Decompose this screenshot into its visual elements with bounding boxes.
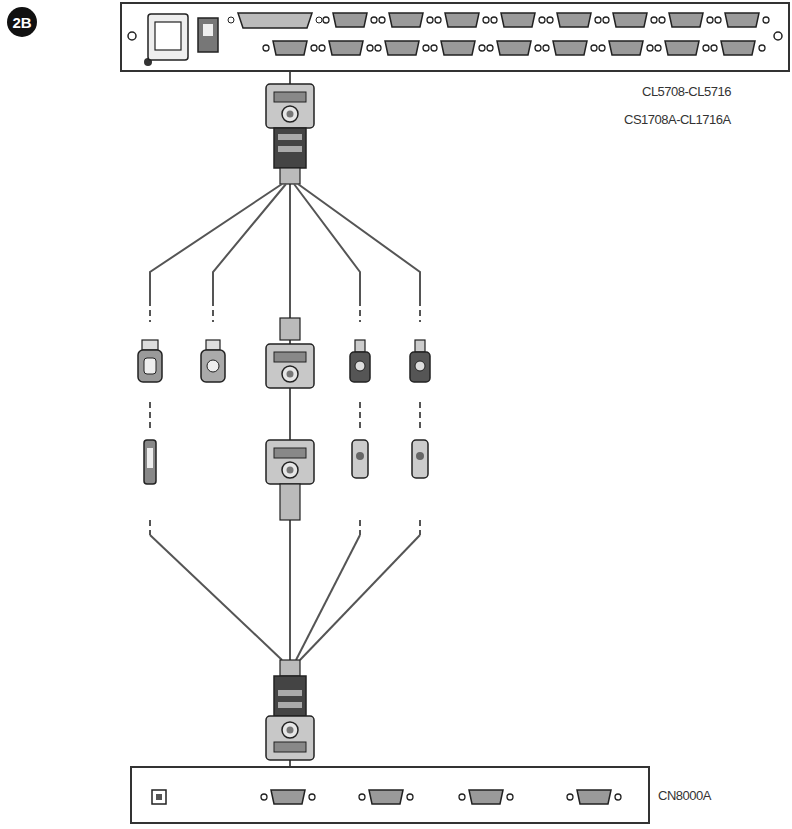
device-panel: CL5708-CL5716CS1708A-CL1716A: [120, 2, 790, 72]
model-label: CN8000A: [658, 788, 711, 803]
model-label: CS1708A-CL1716A: [624, 112, 731, 127]
device-panel: CN8000A: [130, 766, 650, 824]
callout-number: 2B: [7, 7, 37, 37]
model-label: CL5708-CL5716: [642, 84, 731, 99]
